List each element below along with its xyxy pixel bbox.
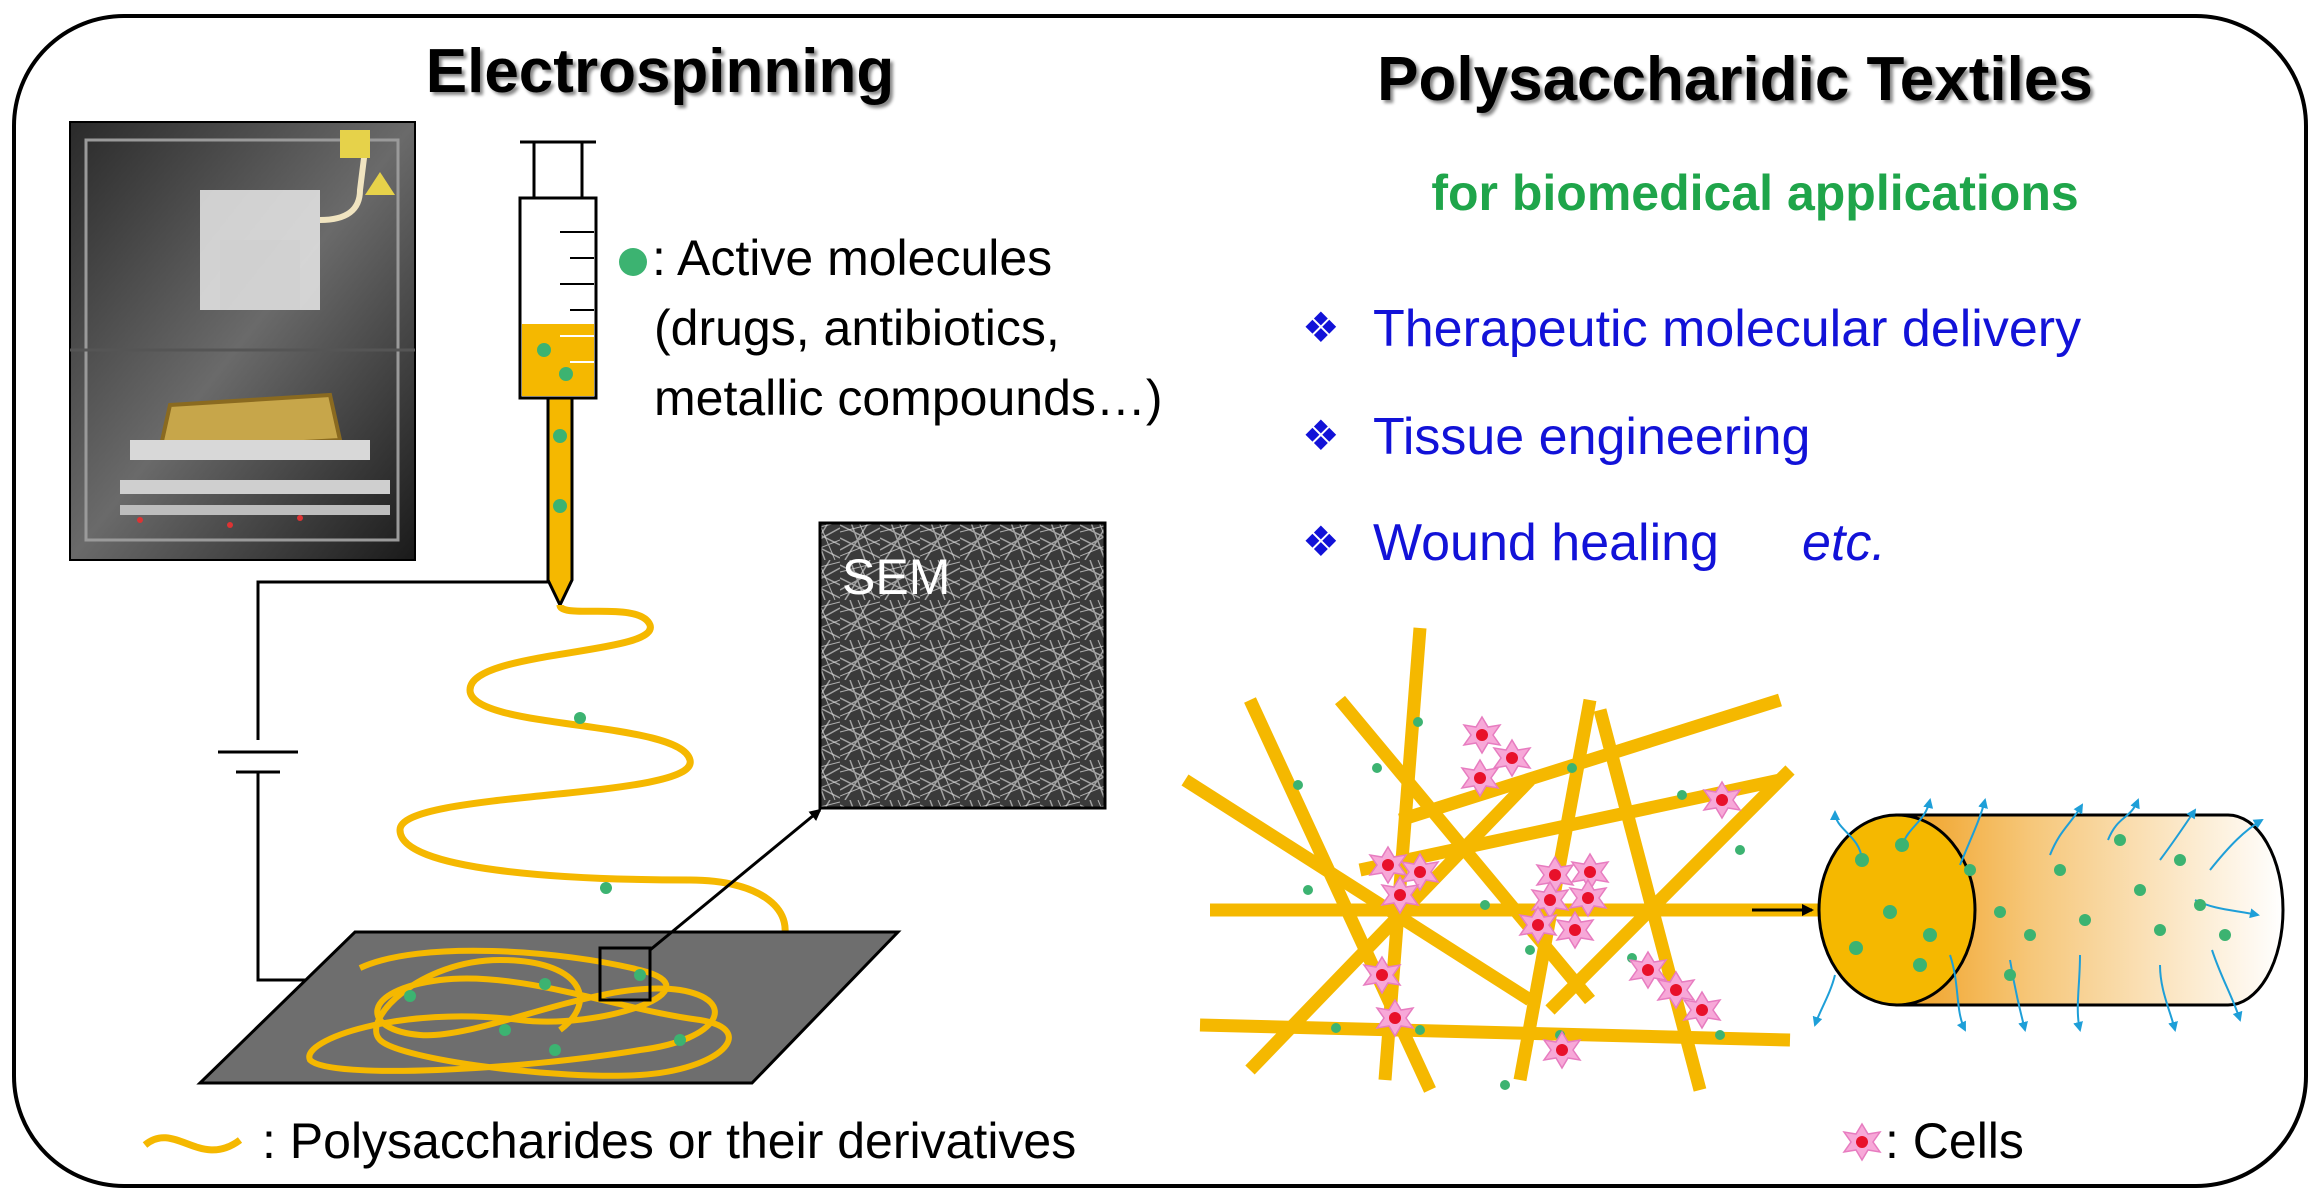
polysaccharide-legend-icon	[142, 1134, 243, 1154]
application-bullet-1: ❖	[1302, 304, 1340, 351]
deposited-fibers	[306, 947, 732, 1079]
textiles-subtitle: for biomedical applications	[1431, 165, 2078, 221]
tubular-scaffold	[1817, 813, 2285, 1007]
syringe-icon	[518, 140, 598, 609]
electrospinning-title: Electrospinning	[426, 37, 894, 106]
application-list: ❖ Therapeutic molecular delivery ❖ Tissu…	[1302, 300, 2081, 572]
application-bullet-3: ❖	[1302, 518, 1340, 565]
zoom-box	[598, 946, 652, 1002]
polysaccharide-legend-label: : Polysaccharides or their derivatives	[262, 1113, 1076, 1169]
sem-image	[818, 521, 1107, 810]
electrospinning-device-photo	[69, 121, 416, 561]
active-molecules-label: : Active molecules	[652, 230, 1052, 286]
zoom-arrow	[649, 808, 822, 952]
spinning-jet	[396, 603, 789, 952]
application-item-3-suffix: etc.	[1802, 514, 1886, 572]
textiles-title: Polysaccharidic Textiles	[1377, 45, 2093, 114]
application-item-3: Wound healing	[1373, 514, 1719, 572]
active-molecules-examples-2: metallic compounds…)	[654, 370, 1163, 426]
application-bullet-2: ❖	[1302, 412, 1340, 459]
application-item-2: Tissue engineering	[1373, 408, 1810, 466]
sem-label: SEM	[842, 549, 950, 605]
application-item-1: Therapeutic molecular delivery	[1373, 300, 2081, 358]
cells-legend-label: : Cells	[1885, 1113, 2024, 1169]
circuit-wire	[256, 580, 560, 982]
molecule-legend-dot	[619, 248, 647, 276]
tube-molecules	[1849, 834, 2231, 981]
active-molecules-examples-1: (drugs, antibiotics,	[654, 300, 1060, 356]
power-supply-icon	[218, 750, 298, 774]
